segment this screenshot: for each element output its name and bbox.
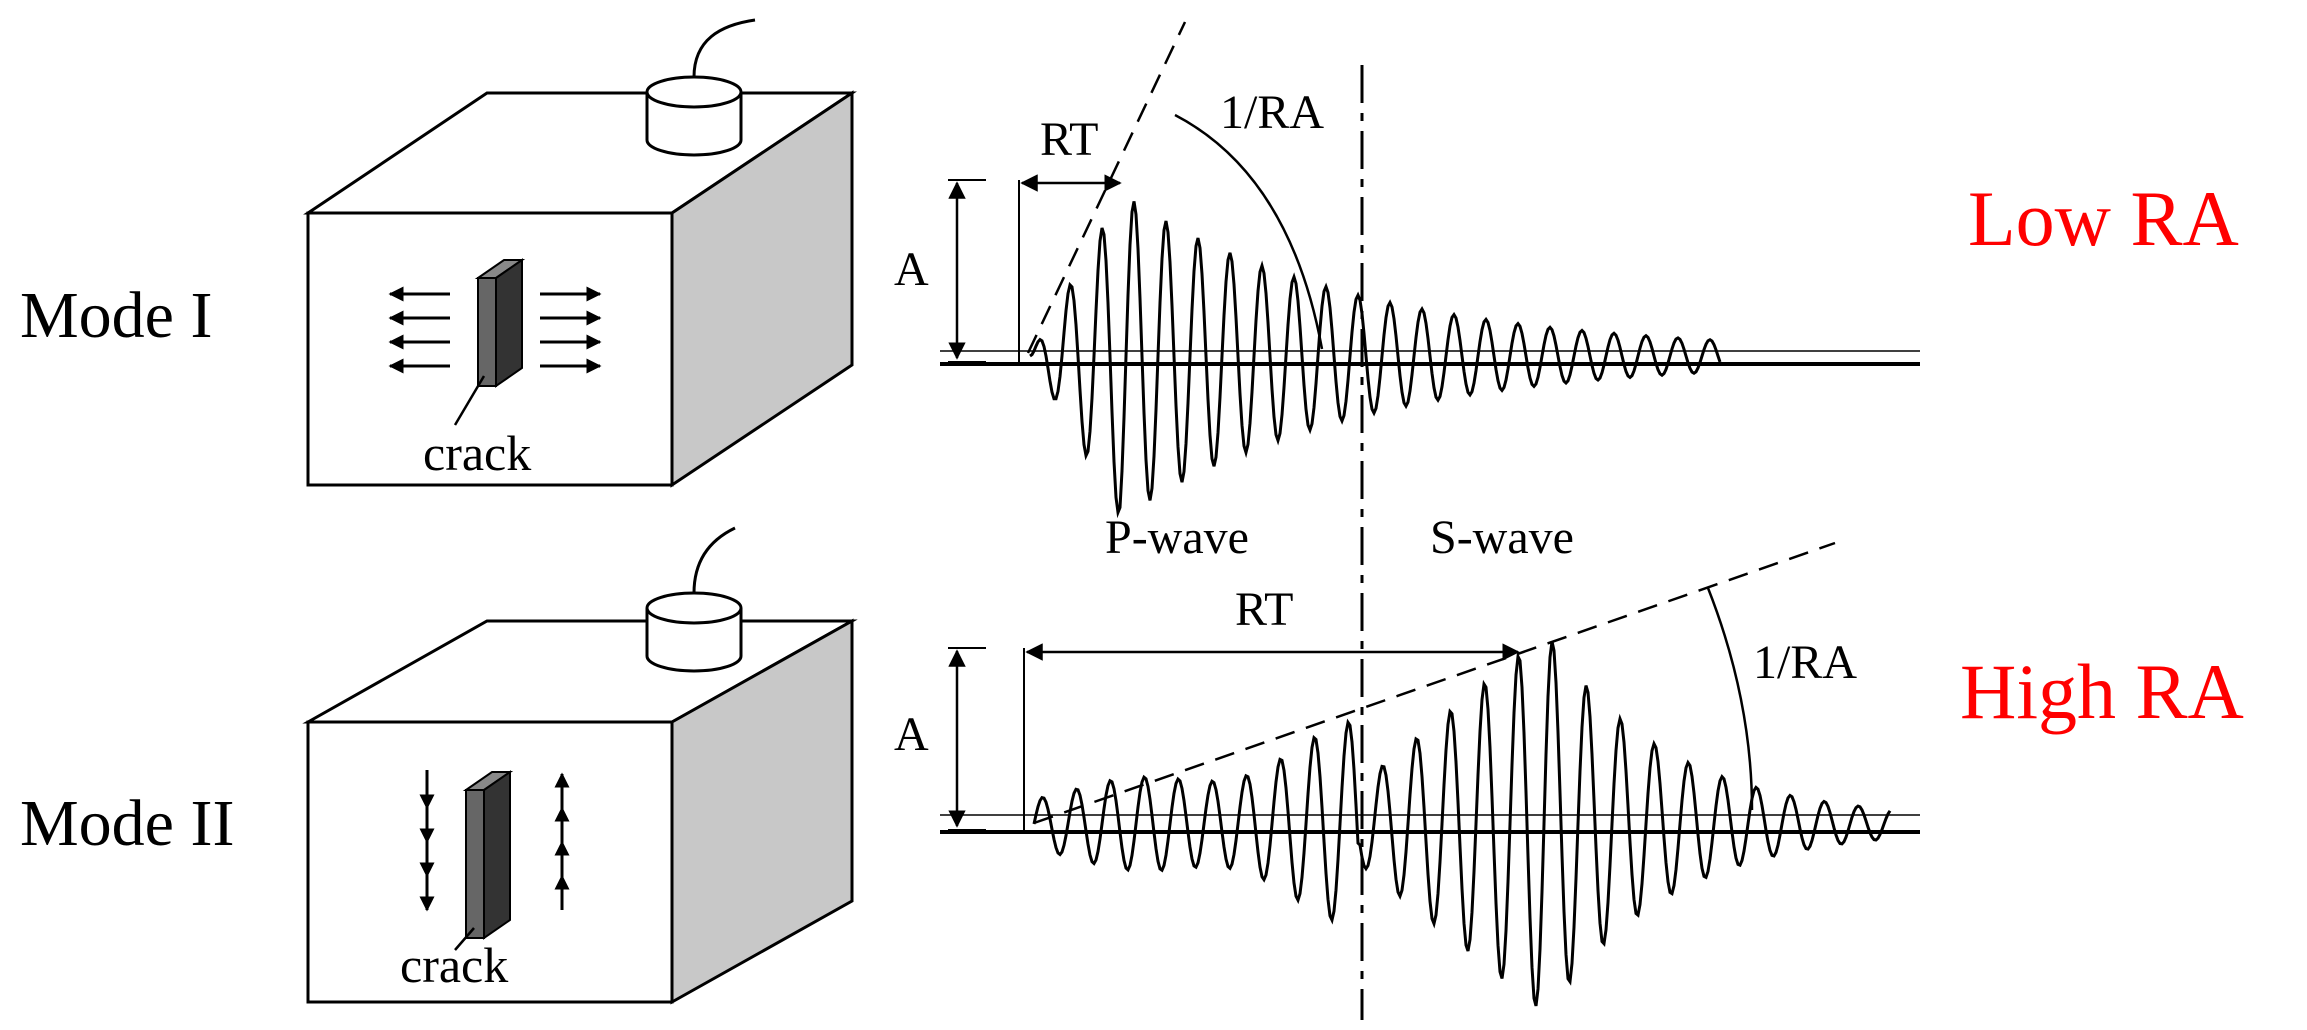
mode-one-sensor	[645, 18, 756, 157]
mode-one-ra-arc	[1174, 113, 1324, 350]
mode-one-rt-label: RT	[1040, 113, 1098, 166]
mode-two-amplitude-label: A	[894, 708, 929, 761]
low-ra-label: Low RA	[1968, 175, 2239, 262]
s-wave-label: S-wave	[1430, 511, 1574, 564]
mode-two-sensor	[645, 526, 743, 673]
mode-two-ra-label: 1/RA	[1753, 636, 1857, 689]
mode-two-block	[302, 618, 858, 1005]
mode-one-amplitude-label: A	[894, 243, 929, 296]
mode-one-waveform-panel: A RT 1/RA	[894, 21, 1920, 519]
mode-one-tension-arrows	[388, 286, 602, 374]
mode-one-crack-label: crack	[423, 425, 531, 481]
mode-two-sensor-cable	[692, 526, 736, 594]
mode-two-crack-label: crack	[400, 937, 508, 993]
mode-one-waveform	[1029, 201, 1722, 519]
p-wave-label: P-wave	[1105, 511, 1249, 564]
mode-two-waveform-panel: A RT 1/RA	[894, 541, 1920, 1007]
mode-two-rt-label: RT	[1235, 583, 1293, 636]
mode-one-block	[303, 90, 857, 488]
high-ra-label: High RA	[1960, 648, 2244, 735]
mode-one-crack	[453, 258, 526, 426]
mode-one-slope-line	[1026, 21, 1187, 354]
mode-two-waveform	[1032, 641, 1892, 1007]
mode-two-crack-pointer	[454, 927, 475, 951]
mode-two-crack	[454, 770, 514, 951]
mode-one-sensor-cable	[692, 18, 756, 78]
mode-two-label: Mode II	[20, 787, 234, 860]
mode-one-ra-label: 1/RA	[1220, 86, 1324, 139]
mode-one-crack-pointer	[453, 375, 486, 426]
mode-two-shear-arrows	[419, 770, 570, 912]
mode-two-ra-arc	[1706, 587, 1754, 811]
mode-two-slope-line	[1033, 541, 1836, 825]
mode-one-label: Mode I	[20, 279, 212, 352]
